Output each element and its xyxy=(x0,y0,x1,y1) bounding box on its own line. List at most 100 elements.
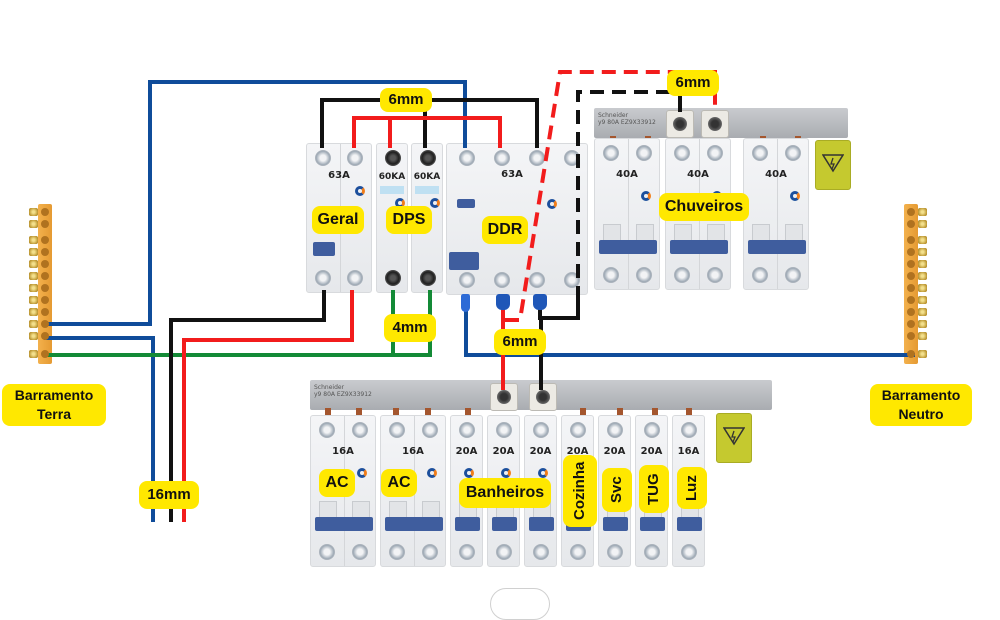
terminal-screw-icon xyxy=(918,236,927,244)
terminal-screw xyxy=(529,272,545,288)
terminal-screw xyxy=(681,544,697,560)
busbar-pin xyxy=(652,408,658,416)
terminal-screw-icon xyxy=(918,272,927,280)
busbar-clamp xyxy=(529,383,557,411)
brand-logo-icon xyxy=(357,468,367,478)
breaker[interactable]: 40A xyxy=(743,138,809,290)
terminal-screw xyxy=(459,150,475,166)
terminal-screw-icon xyxy=(29,332,38,340)
terminal-hole xyxy=(41,248,49,256)
terminal-screw-icon xyxy=(29,260,38,268)
terminal-hole xyxy=(41,308,49,316)
busbar-pin xyxy=(356,408,362,416)
terminal-screw xyxy=(570,422,586,438)
rating-label: 40A xyxy=(687,169,709,180)
terminal-screw-icon xyxy=(918,296,927,304)
breaker-handle[interactable] xyxy=(677,517,702,532)
breaker-handle[interactable] xyxy=(313,242,335,256)
terminal-hole xyxy=(41,260,49,268)
neutral-wire-16mm xyxy=(44,336,155,522)
terminal-hole xyxy=(907,308,915,316)
terminal-hole xyxy=(41,272,49,280)
terminal-screw xyxy=(420,150,436,166)
terminal-screw xyxy=(385,150,401,166)
terminal-screw-icon xyxy=(918,332,927,340)
terminal-screw xyxy=(422,544,438,560)
terminal-screw xyxy=(420,270,436,286)
terminal-hole xyxy=(907,248,915,256)
terminal-hole xyxy=(41,220,49,228)
terminal-screw xyxy=(785,145,801,161)
label-banheiros: Banheiros xyxy=(459,478,551,508)
terminal-screw-icon xyxy=(918,260,927,268)
terminal-screw-icon xyxy=(918,208,927,216)
breaker-handle[interactable] xyxy=(315,517,373,532)
terminal-screw xyxy=(352,422,368,438)
label-svc: Svc xyxy=(602,468,632,512)
brand-logo-icon xyxy=(430,198,440,208)
terminal-screw xyxy=(752,145,768,161)
busbar-clamp xyxy=(490,383,518,411)
terminal-screw xyxy=(644,544,660,560)
label-geral: Geral xyxy=(312,206,364,234)
brand-logo-icon xyxy=(790,191,800,201)
busbar-pin xyxy=(580,408,586,416)
breaker-handle[interactable] xyxy=(492,517,517,532)
terminal-screw-icon xyxy=(918,350,927,358)
breaker-handle[interactable] xyxy=(603,517,628,532)
brand-logo-icon xyxy=(641,191,651,201)
terminal-screw xyxy=(752,267,768,283)
label-6mm-top: 6mm xyxy=(380,88,432,112)
ferrule-neutral xyxy=(461,294,470,312)
terminal-screw xyxy=(319,544,335,560)
terminal-screw xyxy=(459,544,475,560)
label-6mm-ddr: 6mm xyxy=(494,329,546,355)
breaker-handle[interactable] xyxy=(529,517,554,532)
terminal-screw-icon xyxy=(29,320,38,328)
busbar-pin xyxy=(617,408,623,416)
label-barramento-neutro: Barramento Neutro xyxy=(870,384,972,426)
terminal-screw xyxy=(681,422,697,438)
terminal-screw xyxy=(352,544,368,560)
brand-logo-icon xyxy=(547,199,557,209)
label-luz: Luz xyxy=(677,467,707,509)
rating-label: 20A xyxy=(603,446,626,457)
terminal-screw-icon xyxy=(918,308,927,316)
busbar-clamp xyxy=(701,110,729,138)
bottom-handle-button[interactable] xyxy=(490,588,550,620)
breaker-handle[interactable] xyxy=(455,517,480,532)
breaker-handle[interactable] xyxy=(748,240,806,255)
terminal-hole xyxy=(907,332,915,340)
brand-logo-icon xyxy=(355,186,365,196)
terminal-screw xyxy=(315,270,331,286)
terminal-screw xyxy=(459,272,475,288)
terminal-screw xyxy=(564,272,580,288)
terminal-screw-icon xyxy=(29,248,38,256)
breaker[interactable]: 40A xyxy=(594,138,660,290)
terminal-hole xyxy=(907,220,915,228)
terminal-hole xyxy=(907,296,915,304)
label-16mm: 16mm xyxy=(139,481,199,509)
breaker-handle[interactable] xyxy=(670,240,728,255)
terminal-screw xyxy=(570,544,586,560)
breaker-handle[interactable] xyxy=(385,517,443,532)
rating-label: 16A xyxy=(402,446,424,457)
rating-label: 60KA xyxy=(378,172,406,182)
label-6mm-chuveiros: 6mm xyxy=(667,70,719,96)
warning-triangle-icon xyxy=(723,427,745,446)
label-chuveiros: Chuveiros xyxy=(659,193,749,221)
brand-logo-icon xyxy=(501,468,511,478)
terminal-screw xyxy=(347,150,363,166)
label-tug: TUG xyxy=(639,465,669,513)
terminal-screw xyxy=(459,422,475,438)
terminal-hole xyxy=(907,236,915,244)
breaker-handle[interactable] xyxy=(599,240,657,255)
terminal-screw-icon xyxy=(29,296,38,304)
busbar-pin xyxy=(465,408,471,416)
terminal-screw xyxy=(564,150,580,166)
terminal-screw-icon xyxy=(918,220,927,228)
breaker-handle[interactable] xyxy=(640,517,665,532)
test-button[interactable] xyxy=(457,199,475,208)
breaker-handle[interactable] xyxy=(449,252,479,270)
terminal-hole xyxy=(907,320,915,328)
